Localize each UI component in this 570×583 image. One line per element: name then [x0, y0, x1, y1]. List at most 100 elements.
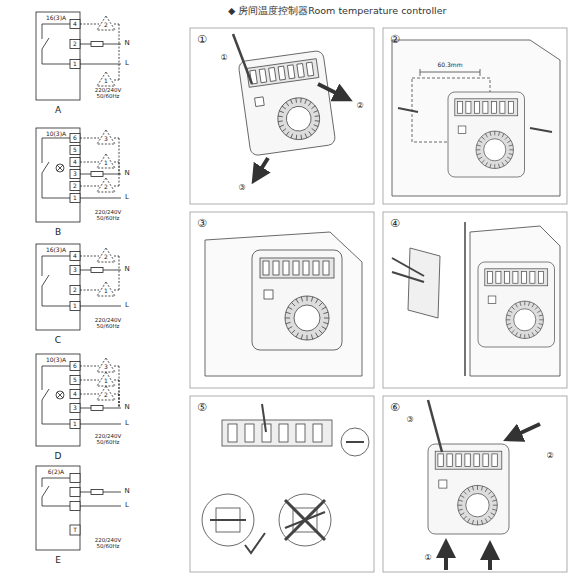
diagram-label: 1 — [73, 195, 77, 202]
check-mark — [245, 533, 265, 553]
terminal — [70, 146, 80, 155]
dial — [458, 485, 498, 525]
dial-knurl — [322, 307, 326, 310]
terminal — [323, 261, 329, 275]
diagram-frame — [36, 466, 80, 550]
lamp-symbol — [56, 391, 64, 399]
diagram-label: 5 — [73, 147, 77, 154]
load-triangle — [97, 130, 115, 144]
dial-knurl — [502, 134, 504, 138]
motion-arrow — [318, 84, 342, 96]
dial-knurl — [305, 133, 307, 138]
terminal — [70, 60, 80, 69]
dial-knurl — [323, 312, 328, 313]
wire-name: N — [124, 40, 129, 48]
motion-arrow — [258, 158, 268, 174]
panel-frame — [190, 396, 374, 572]
load-wire — [119, 138, 120, 174]
dial-knurl — [520, 334, 521, 338]
terminal — [303, 261, 309, 275]
switch-blade — [42, 275, 49, 286]
dial-knurl — [494, 164, 495, 168]
terminal — [279, 424, 288, 442]
terminal — [70, 266, 80, 275]
dial-knurl — [485, 162, 487, 166]
terminal — [70, 362, 80, 371]
dial-knurl — [477, 521, 478, 526]
screwdriver — [262, 404, 266, 432]
dial-knurl — [539, 319, 543, 320]
terminal — [70, 502, 80, 511]
lamp-symbol — [57, 165, 63, 171]
dial-knurl — [491, 495, 495, 497]
switch-blade — [42, 162, 49, 173]
wall — [205, 232, 362, 376]
callout-number: ① — [424, 554, 431, 563]
terminal-strip — [222, 420, 332, 446]
wire-name: N — [124, 488, 129, 496]
supply-wire — [80, 64, 121, 65]
switch-blade — [42, 486, 49, 497]
terminal — [474, 101, 479, 113]
terminal — [487, 271, 492, 283]
dial-knurl — [490, 132, 491, 136]
diagram-label: 5 — [73, 377, 77, 384]
dial — [484, 139, 506, 161]
thermostat-body — [448, 92, 525, 177]
screw-hole — [255, 97, 265, 107]
screw-hole — [488, 296, 496, 304]
dial-knurl — [290, 134, 293, 138]
dial — [466, 494, 489, 517]
screw — [398, 108, 418, 112]
panel-frame — [383, 28, 567, 204]
dial-knurl — [278, 116, 283, 118]
diagram-letter: A — [55, 106, 61, 116]
wire-name: L — [125, 502, 129, 510]
terminal — [278, 66, 285, 80]
dial-knurl — [460, 495, 464, 497]
diagram-label: 2 — [104, 184, 108, 191]
resistor-symbol — [91, 406, 103, 411]
load-triangle — [97, 372, 115, 386]
diagram-label: 3 — [104, 364, 108, 371]
dial-knurl — [304, 99, 307, 103]
terminal — [70, 182, 80, 191]
diagram-label: 16(3)A — [46, 247, 66, 254]
terminal — [70, 488, 80, 497]
diagram-label: 3 — [104, 136, 108, 143]
terminal — [296, 424, 305, 442]
dial-knurl — [528, 334, 529, 338]
diagram-label: 1 — [104, 288, 108, 295]
thermostat — [252, 250, 342, 350]
dimension-line — [420, 72, 480, 73]
switch-lead — [42, 256, 43, 276]
dial-knurl — [482, 160, 485, 163]
terminal — [70, 134, 80, 143]
dial-knurl — [313, 111, 318, 113]
dial-knurl — [307, 335, 308, 340]
diagram-label: 1 — [104, 378, 108, 385]
dial-knurl — [463, 516, 466, 519]
lamp-symbol — [57, 392, 63, 398]
supply-wire — [80, 506, 121, 507]
dial-knurl — [515, 304, 517, 308]
diagram-label: 1 — [104, 78, 108, 85]
dial-knurl — [481, 486, 482, 490]
terminal-strip — [435, 451, 502, 469]
terminal — [483, 101, 488, 113]
diagram-label: 1 — [73, 61, 77, 68]
dial-knurl — [498, 132, 499, 136]
panel-frame — [190, 212, 374, 388]
diagram-label: 16(3)A — [46, 15, 66, 22]
terminal — [496, 271, 501, 283]
load-wire — [119, 366, 120, 408]
switch-lead — [42, 306, 70, 307]
callout-number: ① — [220, 54, 227, 63]
diagram-frame — [36, 354, 80, 446]
panel-frame — [383, 396, 567, 572]
terminal — [70, 286, 80, 295]
cross-mark — [285, 500, 325, 540]
terminal — [491, 101, 496, 113]
illustrations — [190, 28, 567, 572]
dial-knurl — [488, 516, 491, 519]
